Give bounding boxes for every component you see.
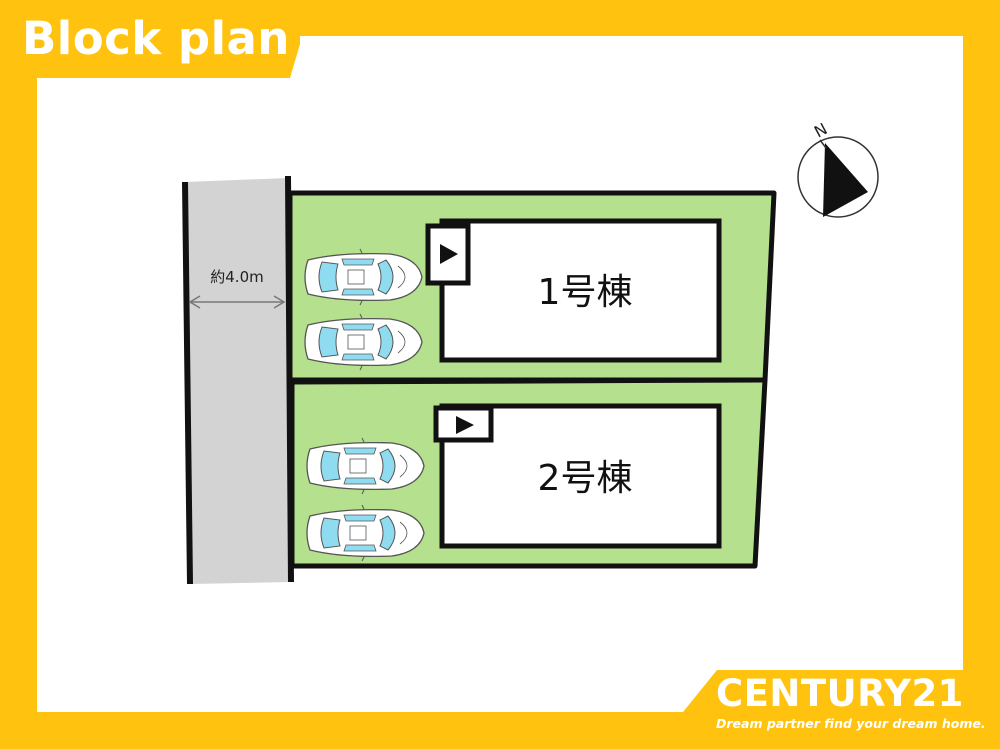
entrance-marker-1 — [425, 223, 471, 286]
brand-box — [683, 670, 1000, 749]
parking-car-2b — [306, 504, 425, 562]
north-arrow-icon — [797, 136, 879, 218]
page-title: Block plan — [22, 12, 290, 65]
parking-car-1b — [304, 313, 423, 371]
title-tab — [0, 0, 300, 78]
road-width-dimension — [188, 295, 286, 309]
road-edge-left — [182, 181, 193, 585]
entrance-marker-2 — [433, 405, 494, 443]
parking-car-2a — [306, 437, 425, 495]
parking-car-1a — [304, 248, 423, 306]
road-width-label: 約4.0m — [210, 268, 263, 286]
house-1 — [439, 218, 722, 363]
brand-tagline: Dream partner find your dream home. — [716, 716, 986, 731]
house-1-label: 1号棟 — [538, 272, 633, 313]
house-2-label: 2号棟 — [538, 458, 633, 499]
road — [185, 178, 290, 584]
brand-logo-text: CENTURY21 — [716, 672, 964, 715]
